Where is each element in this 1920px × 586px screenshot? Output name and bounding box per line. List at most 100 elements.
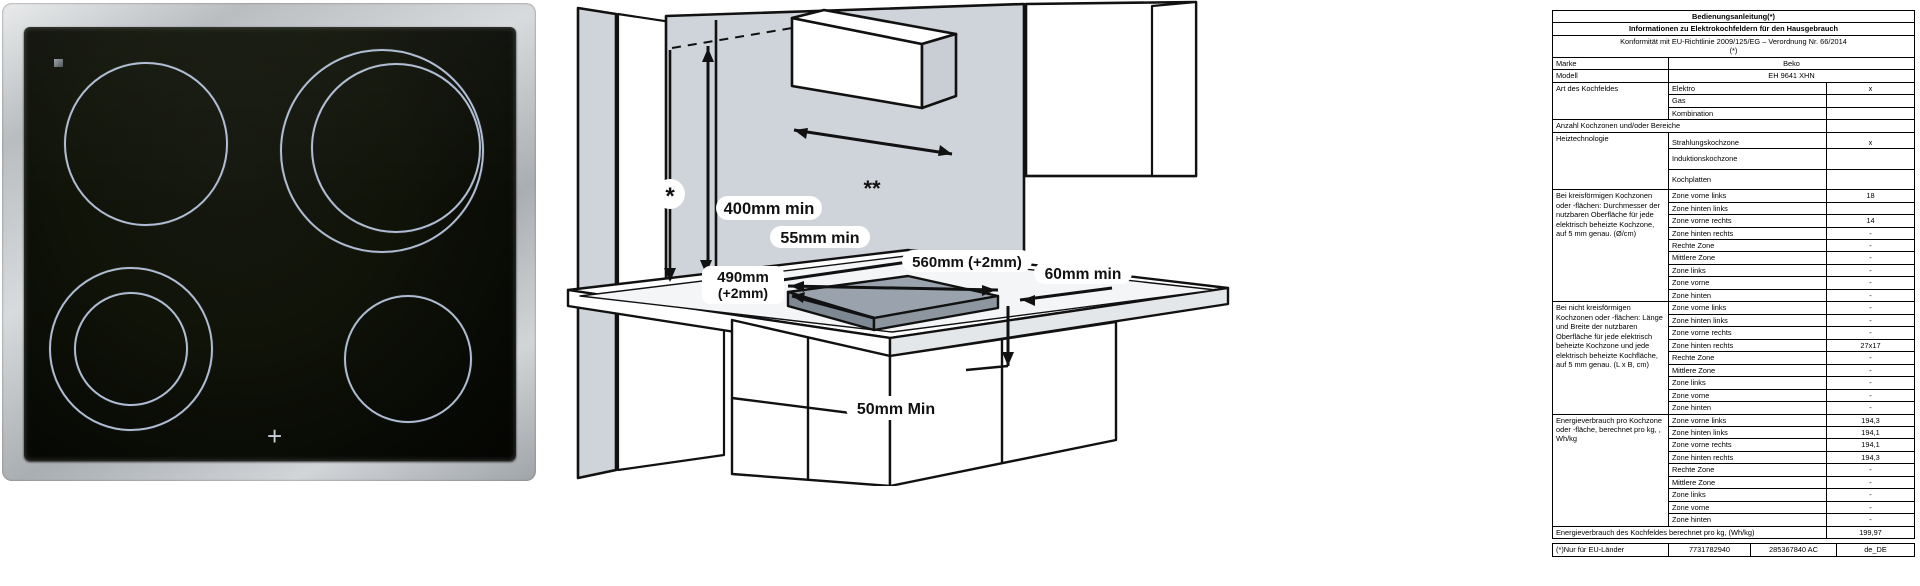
zone-name: Zone hinten links: [1668, 201, 1827, 216]
option-kochplatten: Kochplatten: [1668, 168, 1827, 191]
mark-kombination: [1826, 106, 1915, 121]
zone-value: 194,1: [1826, 438, 1915, 452]
table-row-circular-8: Zone hinten -: [1553, 288, 1915, 303]
zone-name: Mittlere Zone: [1668, 251, 1827, 265]
table-row-noncircular-1: Zone hinten links -: [1553, 313, 1915, 328]
zone-value: -: [1826, 463, 1915, 477]
zone-name: Zone hinten rechts: [1668, 450, 1827, 465]
table-row-anzahl: Anzahl Kochzonen und/oder Bereiche: [1552, 119, 1915, 133]
table-row-total: Energieverbrauch des Kochfeldes berechne…: [1552, 525, 1915, 540]
table-row-modell: Modell EH 9641 XHN: [1552, 69, 1915, 83]
label-energieverbrauch-pro-kochzone: Energieverbrauch pro Kochzone oder -fläc…: [1552, 413, 1669, 527]
cooking-zone-front-left-outer: [49, 267, 213, 431]
asterisk-single-label: *: [665, 183, 675, 210]
zone-name: Zone vorne rechts: [1668, 326, 1827, 340]
table-row-noncircular-2: Zone vorne rechts -: [1553, 326, 1915, 340]
table-row-circular-3: Zone hinten rechts -: [1553, 226, 1915, 240]
mark-strahlungskochzone: x: [1826, 131, 1915, 150]
callout-rear-clearance: 55mm min: [770, 226, 870, 248]
zone-value: -: [1826, 513, 1915, 527]
zone-value: -: [1826, 276, 1915, 290]
zone-value: -: [1826, 251, 1915, 265]
callout-cutout-depth: 490mm (+2mm): [702, 266, 784, 304]
zone-name: Zone vorne: [1668, 276, 1827, 290]
table-row-art-elektro: Art des Kochfeldes Elektro x: [1552, 81, 1915, 121]
zone-name: Zone vorne: [1668, 500, 1827, 515]
rear-clearance-label: 55mm min: [780, 230, 859, 247]
cutout-depth-label: 490mm: [717, 269, 769, 286]
zone-name: Zone hinten rechts: [1668, 226, 1827, 240]
label-nicht-kreisfoermige-kochzonen: Bei nicht kreisförmigen Kochzonen oder -…: [1552, 301, 1669, 415]
zone-name: Zone hinten: [1668, 401, 1827, 415]
zone-value: -: [1826, 326, 1915, 340]
table-row-circular-0: Bei kreisförmigen Kochzonen oder -fläche…: [1552, 189, 1915, 303]
document-code-2: 285367840 AC: [1750, 543, 1837, 557]
zone-name: Zone vorne rechts: [1668, 214, 1827, 228]
zone-value: -: [1826, 301, 1915, 315]
below-clearance-label: 50mm Min: [857, 401, 935, 418]
zone-name: Mittlere Zone: [1668, 475, 1827, 490]
table-row-heiz-strahlung: Heiztechnologie Strahlungskochzone x: [1552, 131, 1915, 191]
value-energieverbrauch-kochfeld: 199,97: [1826, 525, 1915, 540]
mark-kochplatten: [1826, 168, 1915, 191]
mark-induktionskochzone: [1826, 148, 1915, 170]
table-row-energy-4: Rechte Zone -: [1553, 463, 1915, 477]
footnote-eu-laender: (*)Nur für EU-Länder: [1552, 543, 1669, 557]
zone-name: Zone hinten links: [1668, 425, 1827, 440]
zone-value: 18: [1826, 189, 1915, 203]
callout-hood-height: 400mm min: [716, 196, 822, 220]
mark-elektro: x: [1826, 81, 1915, 96]
table-row-title2: Informationen zu Elektrokochfeldern für …: [1552, 22, 1915, 36]
zone-value: -: [1826, 401, 1915, 415]
zone-value: [1826, 201, 1915, 216]
table-row-title3: Konformität mit EU-Richtlinie 2009/125/E…: [1552, 34, 1915, 58]
hob-glass-surface: +: [24, 27, 516, 461]
option-strahlungskochzone: Strahlungskochzone: [1668, 131, 1827, 150]
zone-name: Zone vorne: [1668, 388, 1827, 403]
zone-name: Zone hinten links: [1668, 313, 1827, 328]
table-row-noncircular-3: Zone hinten rechts 27x17: [1553, 338, 1915, 353]
spec-table: Bedienungsanleitung(*) Informationen zu …: [1552, 9, 1915, 540]
cutout-depth-tol-label: (+2mm): [718, 285, 768, 301]
cooking-zone-rear-left: [64, 62, 228, 226]
zone-value: -: [1826, 226, 1915, 240]
zone-value: 194,3: [1826, 413, 1915, 428]
label-heiztechnologie: Heiztechnologie: [1552, 131, 1669, 191]
table-row-energy-0: Energieverbrauch pro Kochzone oder -fläc…: [1552, 413, 1915, 527]
label-marke: Marke: [1552, 56, 1669, 71]
table-row-circular-1: Zone hinten links: [1553, 201, 1915, 216]
spec-title-3-text: Konformität mit EU-Richtlinie 2009/125/E…: [1620, 36, 1847, 46]
cooking-zone-rear-right-inner: [311, 63, 481, 233]
table-row-noncircular-0: Bei nicht kreisförmigen Kochzonen oder -…: [1552, 301, 1915, 415]
zone-name: Zone links: [1668, 376, 1827, 390]
spec-title-2: Informationen zu Elektrokochfeldern für …: [1552, 22, 1915, 36]
spec-footer: (*)Nur für EU-Länder 7731782940 28536784…: [1552, 543, 1915, 557]
table-row-energy-1: Zone hinten links 194,1: [1553, 425, 1915, 440]
spec-title-3: Konformität mit EU-Richtlinie 2009/125/E…: [1552, 34, 1915, 58]
locale-code: de_DE: [1836, 543, 1915, 557]
zone-name: Zone hinten: [1668, 288, 1827, 303]
zone-name: Rechte Zone: [1668, 463, 1827, 477]
callout-below-clearance: 50mm Min: [846, 396, 946, 420]
callout-asterisk-single: *: [655, 179, 685, 210]
side-clearance-label: 60mm min: [1045, 266, 1122, 283]
option-induktionskochzone: Induktionskochzone: [1668, 148, 1827, 170]
table-row-circular-7: Zone vorne -: [1553, 276, 1915, 290]
callout-side-clearance: 60mm min: [1034, 262, 1132, 284]
table-row-title1: Bedienungsanleitung(*): [1552, 9, 1915, 24]
value-marke: Beko: [1668, 56, 1915, 71]
table-row-energy-8: Zone hinten -: [1553, 513, 1915, 527]
cooking-zone-front-left-inner: [74, 292, 188, 406]
footer-row: (*)Nur für EU-Länder 7731782940 28536784…: [1552, 543, 1915, 557]
hood-height-label: 400mm min: [724, 200, 815, 218]
option-gas: Gas: [1668, 94, 1827, 108]
zone-name: Zone vorne links: [1668, 189, 1827, 203]
zone-value: -: [1826, 288, 1915, 303]
table-row-energy-6: Zone links -: [1553, 488, 1915, 502]
value-modell: EH 9641 XHN: [1668, 69, 1915, 83]
zone-value: -: [1826, 376, 1915, 390]
zone-name: Zone hinten: [1668, 513, 1827, 527]
zone-value: -: [1826, 263, 1915, 278]
table-row-noncircular-7: Zone vorne -: [1553, 388, 1915, 403]
table-row-noncircular-4: Rechte Zone -: [1553, 351, 1915, 365]
